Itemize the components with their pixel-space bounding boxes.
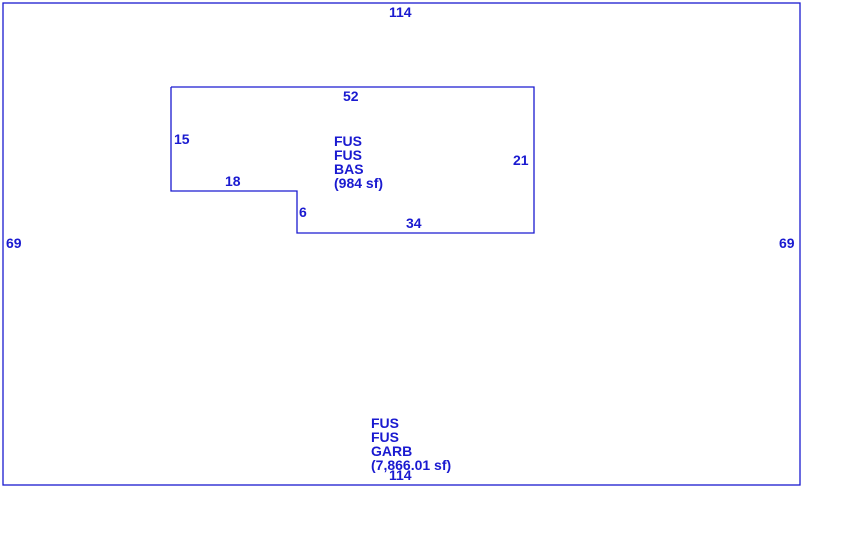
building-outline bbox=[170, 86, 535, 234]
outer-area-label: FUS FUS GARB (7,866.01 sf) bbox=[371, 416, 451, 472]
outer-boundary bbox=[2, 2, 801, 486]
building-label-line: FUS bbox=[334, 147, 362, 163]
building-area-value: (984 sf) bbox=[334, 175, 384, 191]
building-bottom-dimension: 34 bbox=[406, 215, 422, 231]
building-top-dimension: 52 bbox=[343, 88, 359, 104]
building-right-dimension: 21 bbox=[513, 152, 529, 168]
building-step-horizontal-dimension: 18 bbox=[225, 173, 241, 189]
building-label-line: FUS bbox=[334, 133, 362, 149]
building-left-dimension: 15 bbox=[174, 131, 190, 147]
outer-left-dimension: 69 bbox=[6, 235, 22, 251]
outer-bottom-dimension: 114 bbox=[389, 467, 412, 483]
building-step-vertical-dimension: 6 bbox=[299, 204, 307, 220]
outer-right-dimension: 69 bbox=[779, 235, 795, 251]
building-label-line: BAS bbox=[334, 161, 364, 177]
outer-label-line: FUS bbox=[371, 429, 399, 445]
building-area-label: FUS FUS BAS (984 sf) bbox=[334, 134, 383, 190]
outer-label-line: GARB bbox=[371, 443, 413, 459]
outer-area-value: (7,866.01 sf) bbox=[371, 457, 452, 473]
outer-top-dimension: 114 bbox=[389, 4, 412, 20]
outer-label-line: FUS bbox=[371, 415, 399, 431]
